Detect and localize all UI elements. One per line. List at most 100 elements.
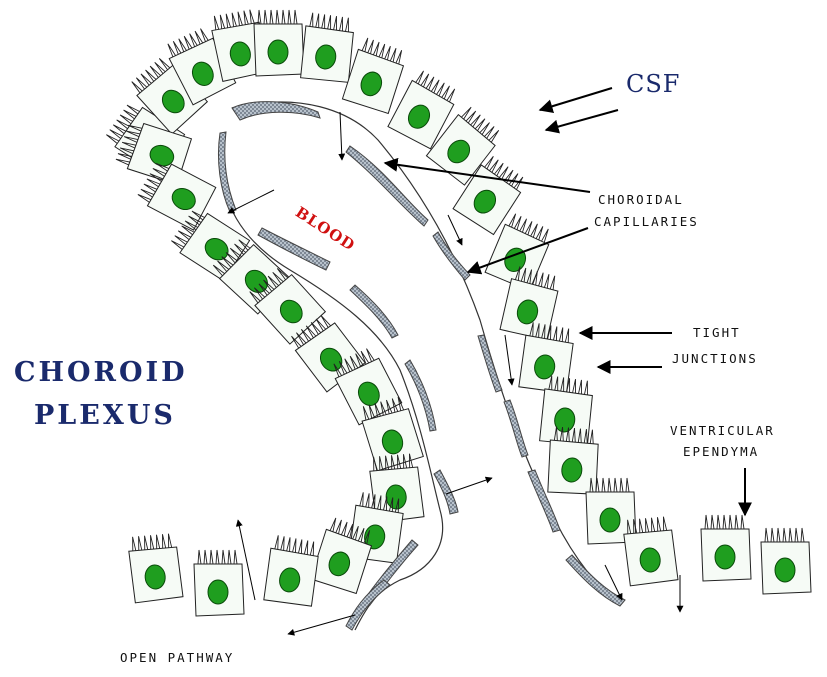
cell-icon xyxy=(361,396,424,472)
microvilli-icon xyxy=(309,12,349,32)
microvilli-icon xyxy=(529,322,570,343)
cell-icon xyxy=(131,58,209,135)
cell-icon xyxy=(760,527,812,595)
capillary-icon xyxy=(345,145,429,227)
nucleus-icon xyxy=(144,564,166,590)
nucleus-icon xyxy=(357,381,380,406)
ventricular-label-line1: VENTRICULAR xyxy=(670,423,775,438)
epithelial-cells xyxy=(106,9,812,617)
microvilli-icon xyxy=(362,396,405,421)
capillary-icon xyxy=(218,131,237,213)
capillary-icon xyxy=(349,284,399,339)
microvilli-icon xyxy=(461,106,500,143)
microvilli-icon xyxy=(627,516,668,534)
cell-icon xyxy=(452,156,524,236)
basal-membrane-inner-outline xyxy=(221,159,444,631)
nucleus-icon xyxy=(473,189,497,214)
nucleus-icon xyxy=(561,457,583,483)
nucleus-icon xyxy=(267,39,289,65)
microvilli-icon xyxy=(137,162,170,203)
capillary-icon xyxy=(257,227,331,271)
nucleus-icon xyxy=(315,44,337,70)
capillary-icon xyxy=(432,231,471,281)
csf-label: CSF xyxy=(626,70,681,98)
microvilli-icon xyxy=(415,70,456,103)
microvilli-icon xyxy=(359,492,400,513)
cell-icon xyxy=(137,162,217,231)
microvilli-icon xyxy=(115,124,143,166)
cell-icon xyxy=(700,514,752,582)
microvilli-icon xyxy=(132,533,173,551)
nucleus-icon xyxy=(639,547,661,573)
nucleus-icon xyxy=(714,544,736,570)
microvilli-icon xyxy=(171,210,205,250)
cell-icon xyxy=(623,516,679,587)
nucleus-icon xyxy=(407,104,431,129)
cell-icon xyxy=(253,9,305,77)
cell-icon xyxy=(484,213,550,292)
cell-icon xyxy=(333,348,403,426)
nucleus-icon xyxy=(599,507,621,533)
nucleus-icon xyxy=(161,89,185,114)
cell-icon xyxy=(128,533,184,604)
microvilli-icon xyxy=(704,514,745,530)
nucleus-icon xyxy=(279,567,301,593)
arrow-icon xyxy=(338,111,346,161)
nucleus-icon xyxy=(534,354,556,380)
nucleus-icon xyxy=(447,139,471,164)
tight-label-line1: TIGHT xyxy=(693,325,741,340)
microvilli-icon xyxy=(249,268,289,304)
nucleus-icon xyxy=(207,579,229,605)
cell-icon xyxy=(341,37,405,115)
arrow-icon xyxy=(447,214,463,246)
capillary-icon xyxy=(477,334,503,393)
microvilli-icon xyxy=(167,28,209,58)
nucleus-icon xyxy=(191,61,214,86)
nucleus-icon xyxy=(204,237,229,261)
capillary-icon xyxy=(404,359,437,432)
microvilli-icon xyxy=(508,213,549,243)
arrow-icon xyxy=(445,476,493,495)
nucleus-icon xyxy=(171,187,196,211)
microvilli-icon xyxy=(274,535,315,556)
capillary-icon xyxy=(433,469,459,515)
cell-icon xyxy=(499,266,559,341)
microvilli-icon xyxy=(212,239,251,277)
arrow-icon xyxy=(235,519,256,601)
microvilli-icon xyxy=(373,453,414,471)
microvilli-icon xyxy=(291,315,331,349)
cell-icon xyxy=(300,12,354,83)
cell-icon xyxy=(263,535,319,607)
microvilli-icon xyxy=(106,104,140,144)
capillary-icon xyxy=(231,101,321,121)
microvilli-icon xyxy=(553,426,594,444)
nucleus-icon xyxy=(279,299,303,324)
capillary-icon xyxy=(527,469,561,533)
title-choroid: CHOROID xyxy=(14,357,188,388)
csf-arrow-icon xyxy=(544,109,619,134)
arrow-icon xyxy=(227,189,275,214)
flow-arrows xyxy=(227,111,684,636)
nucleus-icon xyxy=(516,299,539,325)
microvilli-icon xyxy=(333,348,375,378)
cell-icon xyxy=(585,477,637,545)
basal-membrane-outline xyxy=(231,101,621,606)
cell-icon xyxy=(425,106,500,186)
cell-icon xyxy=(518,322,574,394)
microvilli-icon xyxy=(764,527,805,543)
microvilli-icon xyxy=(131,58,171,94)
capillary-icon xyxy=(345,579,391,631)
arrow-icon xyxy=(287,614,356,636)
microvilli-icon xyxy=(197,549,238,565)
ventricular-label-line2: EPENDYMA xyxy=(683,444,760,459)
capillary-pointer-icon xyxy=(383,157,591,193)
cell-icon xyxy=(249,268,327,345)
cell-icon xyxy=(193,549,245,617)
title-plexus: PLEXUS xyxy=(34,400,176,431)
pointer-arrows xyxy=(383,87,752,517)
microvilli-icon xyxy=(257,9,298,25)
capillary-icon xyxy=(565,554,626,607)
nucleus-icon xyxy=(504,247,527,272)
capillary-pointer-icon xyxy=(466,227,589,275)
microvilli-icon xyxy=(213,9,255,30)
